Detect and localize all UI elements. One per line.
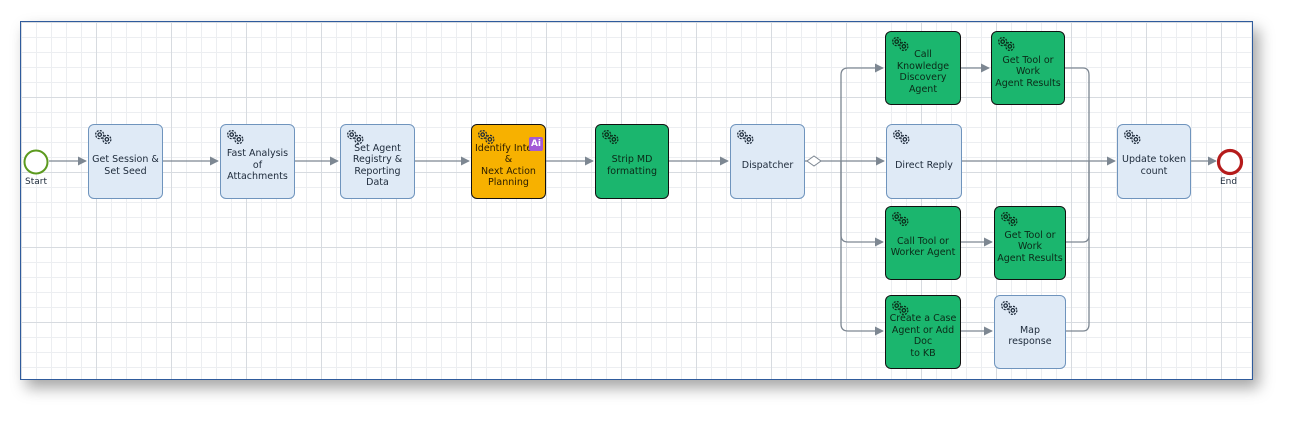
service-task-gear-icon [998,36,1015,52]
ai-badge-icon: Ai [529,137,543,151]
start-event-label: Start [25,177,47,187]
end-event [1216,148,1244,176]
task-create-case[interactable]: Create a Case Agent or Add Doc to KB [885,295,961,369]
service-task-gear-icon [892,211,909,227]
task-label: Direct Reply [895,159,953,171]
service-task-gear-icon [892,300,909,316]
task-fast-analysis[interactable]: Fast Analysis of Attachments [220,124,295,199]
flow-results1-merge [1065,67,1090,161]
service-task-gear-icon [602,129,619,145]
task-get-results-2[interactable]: Get Tool or Work Agent Results [994,206,1066,280]
task-label: Identify Intent & Next Action Planning [474,142,543,189]
service-task-gear-icon [1124,129,1141,145]
task-get-results-1[interactable]: Get Tool or Work Agent Results [991,31,1065,105]
task-label: Map response [1008,324,1052,348]
task-update-token-count[interactable]: Update token count [1117,124,1191,199]
task-get-session[interactable]: Get Session & Set Seed [88,124,163,199]
task-direct-reply[interactable]: Direct Reply [886,124,962,199]
task-label: Create a Case Agent or Add Doc to KB [889,313,957,359]
task-dispatcher[interactable]: Dispatcher [730,124,805,199]
task-set-agent-registry[interactable]: Set Agent Registry & Reporting Data [340,124,415,199]
diagram-canvas: Start End Get Session & Set Seed Fast An… [20,21,1253,380]
task-label: Fast Analysis of Attachments [226,148,289,183]
flow-results2-merge [1066,161,1090,243]
task-label: Get Session & Set Seed [92,154,159,177]
start-event [23,149,49,175]
service-task-gear-icon [347,129,364,145]
task-call-tool-worker[interactable]: Call Tool or Worker Agent [885,206,961,280]
flow-map-merge [1066,161,1090,332]
flow-lines [23,63,1244,336]
flow-to-call-tool [840,161,884,247]
flow-to-create-case [840,161,884,336]
task-label: Get Tool or Work Agent Results [997,229,1063,264]
task-label: Set Agent Registry & Reporting Data [352,142,403,189]
service-task-gear-icon [95,129,112,145]
task-label: Strip MD formatting [606,154,658,177]
service-task-gear-icon [478,129,495,145]
service-task-gear-icon [737,129,754,145]
task-label: Dispatcher [741,159,794,171]
service-task-gear-icon [1001,300,1018,316]
service-task-gear-icon [893,129,910,145]
task-call-knowledge-discovery[interactable]: Call Knowledge Discovery Agent [885,31,961,105]
task-label: Call Tool or Worker Agent [890,235,956,259]
service-task-gear-icon [892,36,909,52]
end-event-label: End [1220,177,1238,187]
task-strip-md[interactable]: Strip MD formatting [595,124,669,199]
task-label: Get Tool or Work Agent Results [995,54,1061,89]
task-label: Update token count [1122,154,1186,177]
flow-to-call-knowledge [840,63,884,161]
task-map-response[interactable]: Map response [994,295,1066,369]
task-label: Call Knowledge Discovery Agent [896,49,950,95]
gateway-diamond [806,155,822,167]
service-task-gear-icon [1001,211,1018,227]
task-identify-intent[interactable]: Ai Identify Intent & Next Action Plannin… [471,124,546,199]
service-task-gear-icon [227,129,244,145]
